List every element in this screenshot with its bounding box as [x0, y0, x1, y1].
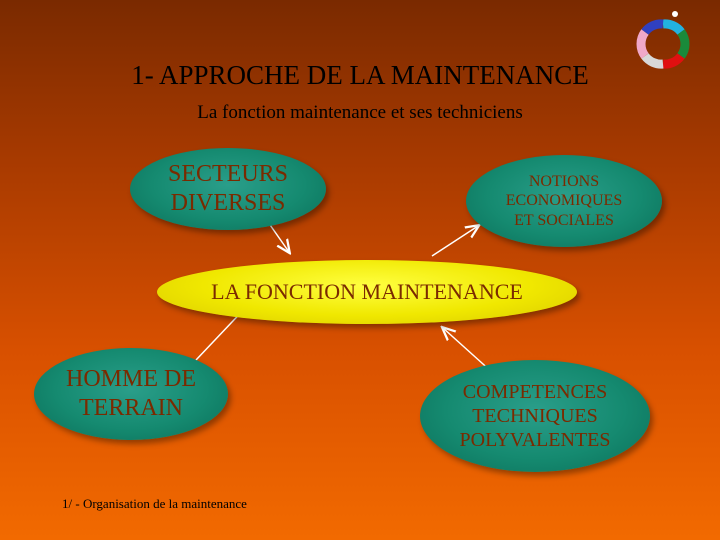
node-fonction-label: LA FONCTION MAINTENANCE — [211, 278, 523, 304]
slide-footer: 1/ - Organisation de la maintenance — [62, 496, 247, 511]
arrow-secteurs-to-fonction — [267, 221, 289, 252]
arrow-fonction-to-notions — [431, 226, 478, 257]
node-homme-label: HOMME DE TERRAIN — [66, 366, 196, 421]
node-notions-label: NOTIONS ECONOMIQUES ET SOCIALES — [505, 173, 623, 229]
node-competences-label: COMPETENCES TECHNIQUES POLYVALENTES — [459, 381, 611, 451]
slide-title: 1- APPROCHE DE LA MAINTENANCE — [131, 60, 589, 90]
node-homme-de-terrain: HOMME DE TERRAIN — [34, 348, 228, 440]
color-ring-logo-icon — [636, 11, 690, 69]
slide-subtitle: La fonction maintenance et ses technicie… — [197, 102, 523, 123]
node-notions-economiques: NOTIONS ECONOMIQUES ET SOCIALES — [466, 155, 662, 247]
node-secteurs-label: SECTEURS DIVERSES — [167, 161, 289, 216]
node-secteurs-diverses: SECTEURS DIVERSES — [130, 148, 326, 230]
node-fonction-maintenance: LA FONCTION MAINTENANCE — [157, 260, 577, 324]
node-competences-techniques: COMPETENCES TECHNIQUES POLYVALENTES — [420, 360, 650, 472]
